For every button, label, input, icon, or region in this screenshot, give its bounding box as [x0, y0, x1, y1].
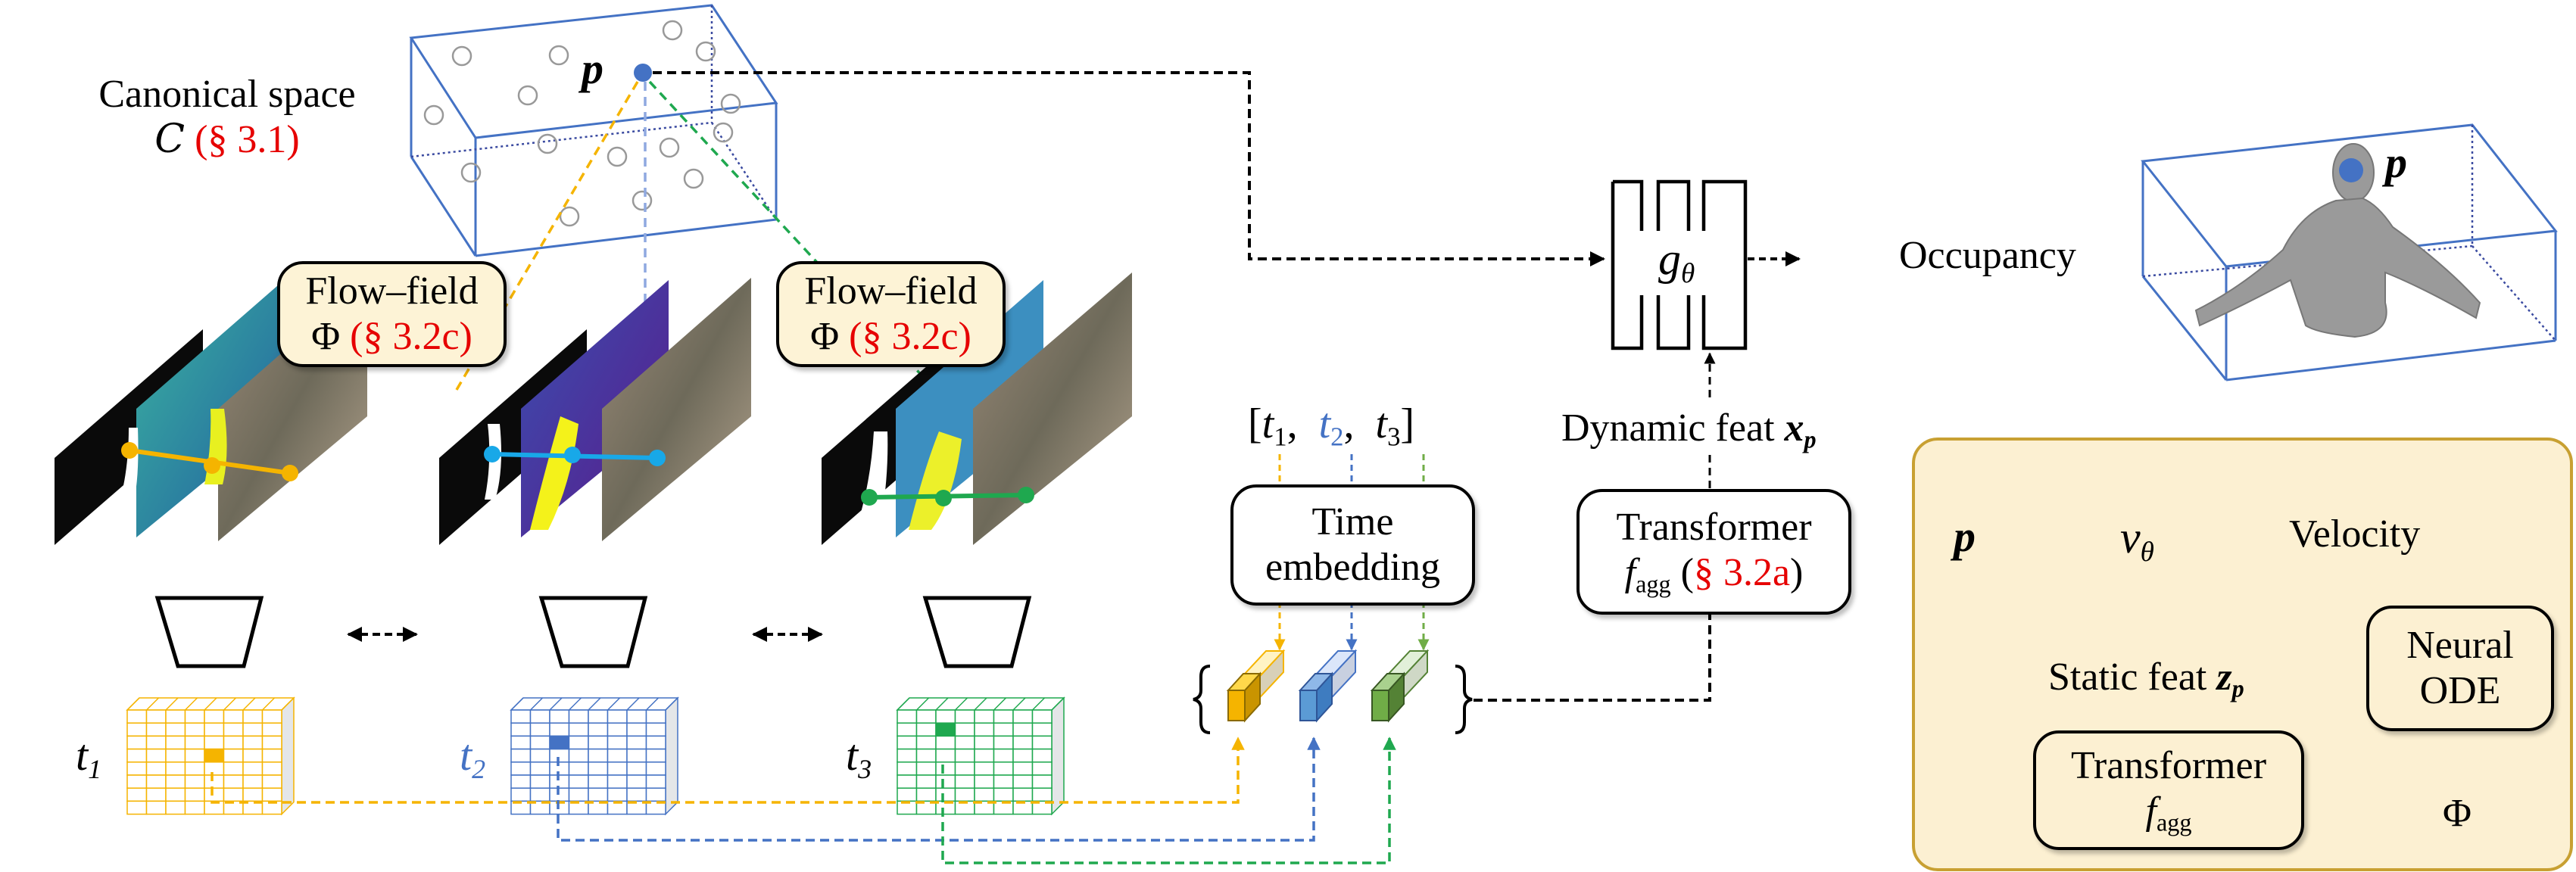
point-p-label: p: [582, 44, 603, 93]
canonical-space-title: Canonical space: [98, 73, 356, 116]
feature-grid-3: [896, 696, 1065, 816]
time-item: t: [1318, 400, 1331, 447]
static-feat-text: Static feat: [2048, 656, 2207, 699]
static-feat-symbol: z: [2216, 656, 2232, 699]
flow-field-subtitle: Φ (§ 3.2c): [810, 314, 971, 360]
time-index: 3: [1387, 422, 1401, 452]
phi-symbol: Φ: [311, 315, 341, 358]
embedding-token-3: [1370, 649, 1430, 723]
static-feat-label: Static feat zp: [2048, 655, 2244, 703]
feature-cell-highlight: [549, 735, 570, 750]
flow-field-ref: (§ 3.2c): [350, 315, 472, 358]
dynamic-feat-sub: p: [1804, 425, 1817, 453]
canonical-cube: [409, 4, 778, 257]
link-feature1-embed: [211, 737, 1245, 804]
encoder-2: [538, 596, 648, 668]
neural-ode-line1: Neural: [2406, 624, 2514, 668]
v-theta-label: vθ: [2120, 512, 2154, 569]
link-p-gtheta: [653, 71, 1605, 266]
bracket-open: [: [1248, 400, 1262, 447]
transformer-title: Transformer: [1616, 506, 1812, 550]
frame-stack-3: [822, 272, 1132, 545]
time-index: 1: [1274, 422, 1287, 452]
link-feature2-embed: [557, 737, 1321, 842]
embedding-token-1: [1226, 649, 1286, 723]
inset-transformer-box: Transformer fagg: [2033, 730, 2304, 850]
g-symbol: g: [1658, 234, 1681, 284]
velocity-label: Velocity: [2289, 512, 2421, 556]
transformer-fn-sub: agg: [1636, 570, 1671, 598]
frame-time: t: [846, 730, 859, 780]
brace-close: [1455, 665, 1473, 734]
frame-time: t: [460, 730, 472, 780]
sample-points: [423, 20, 741, 227]
dynamic-feat-label: Dynamic feat xp: [1561, 406, 1817, 454]
encoder-1: [154, 596, 264, 668]
human-mesh: [2194, 143, 2481, 338]
time-embedding-line1: Time: [1311, 500, 1394, 544]
frame-index: 1: [88, 753, 102, 784]
g-theta-label: gθ: [1658, 233, 1695, 291]
phi-symbol: Φ: [810, 315, 840, 358]
frame-index: 2: [472, 753, 486, 784]
inset-phi-result: Φ: [2443, 792, 2472, 835]
static-feat-sub: p: [2231, 674, 2244, 702]
dynamic-feat-text: Dynamic feat: [1561, 406, 1775, 450]
time-item: t: [1261, 400, 1274, 447]
transformer-subtitle: fagg (§ 3.2a): [1624, 551, 1804, 598]
feature-cell-highlight: [204, 748, 225, 763]
v-symbol: v: [2120, 512, 2141, 562]
human-point-p-dot: [2339, 158, 2363, 182]
inset-transformer-fn: f: [2145, 789, 2157, 833]
occupancy-cube: [2141, 123, 2558, 382]
time-index: 2: [1330, 422, 1344, 452]
transformer-fn: f: [1624, 551, 1636, 595]
neural-ode-line2: ODE: [2419, 669, 2501, 712]
frame-index: 3: [858, 753, 872, 784]
flow-field-subtitle: Φ (§ 3.2c): [311, 314, 472, 360]
neural-ode-box: Neural ODE: [2366, 606, 2554, 731]
g-theta-network: [1611, 179, 1748, 350]
inset-transformer-subtitle: fagg: [2146, 789, 2192, 837]
feature-cell-highlight: [935, 722, 956, 737]
brace-open: [1193, 665, 1211, 734]
transformer-box: Transformer fagg (§ 3.2a): [1576, 489, 1851, 615]
frame-time: t: [76, 730, 89, 780]
time-embedding-box: Time embedding: [1230, 484, 1475, 606]
g-sub: θ: [1681, 258, 1695, 290]
embedding-token-2: [1298, 649, 1358, 723]
canonical-space-subtitle: C (§ 3.1): [76, 117, 379, 163]
link-tokens-transformer: [1474, 612, 1711, 702]
bracket-close: ]: [1400, 400, 1415, 447]
inset-input-p: p: [1954, 512, 1976, 561]
v-sub: θ: [2140, 537, 2154, 568]
inset-transformer-title: Transformer: [2070, 744, 2267, 788]
feature-grid-2: [510, 696, 679, 816]
human-point-p-label: p: [2385, 138, 2407, 187]
frame-stack-2: [439, 278, 751, 545]
encoder-3: [922, 596, 1032, 668]
dynamic-feat-symbol: x: [1784, 406, 1804, 450]
link-feature3-embed: [941, 737, 1396, 864]
canonical-symbol: C: [154, 116, 186, 162]
frame-label-3: t3: [846, 730, 872, 785]
transformer-ref: § 3.2a: [1693, 551, 1791, 595]
feature-grid-1: [126, 696, 295, 816]
flow-field-title: Flow–field: [305, 269, 479, 313]
frame-label-1: t1: [76, 730, 101, 785]
flow-field-box-2: Flow–field Φ (§ 3.2c): [776, 261, 1006, 367]
time-list: [t1, t2, t3]: [1248, 400, 1415, 452]
time-item: t: [1375, 400, 1388, 447]
canonical-ref: (§ 3.1): [195, 117, 300, 161]
time-embedding-line2: embedding: [1265, 546, 1441, 589]
flow-field-box-1: Flow–field Φ (§ 3.2c): [277, 261, 507, 367]
point-p-dot: [634, 64, 652, 82]
inset-transformer-fn-sub: agg: [2156, 808, 2192, 836]
canonical-space-label: Canonical space C (§ 3.1): [76, 72, 379, 163]
occupancy-label: Occupancy: [1899, 234, 2076, 277]
frame-label-2: t2: [460, 730, 485, 785]
flow-field-ref: (§ 3.2c): [849, 315, 971, 358]
flow-field-title: Flow–field: [804, 269, 978, 313]
